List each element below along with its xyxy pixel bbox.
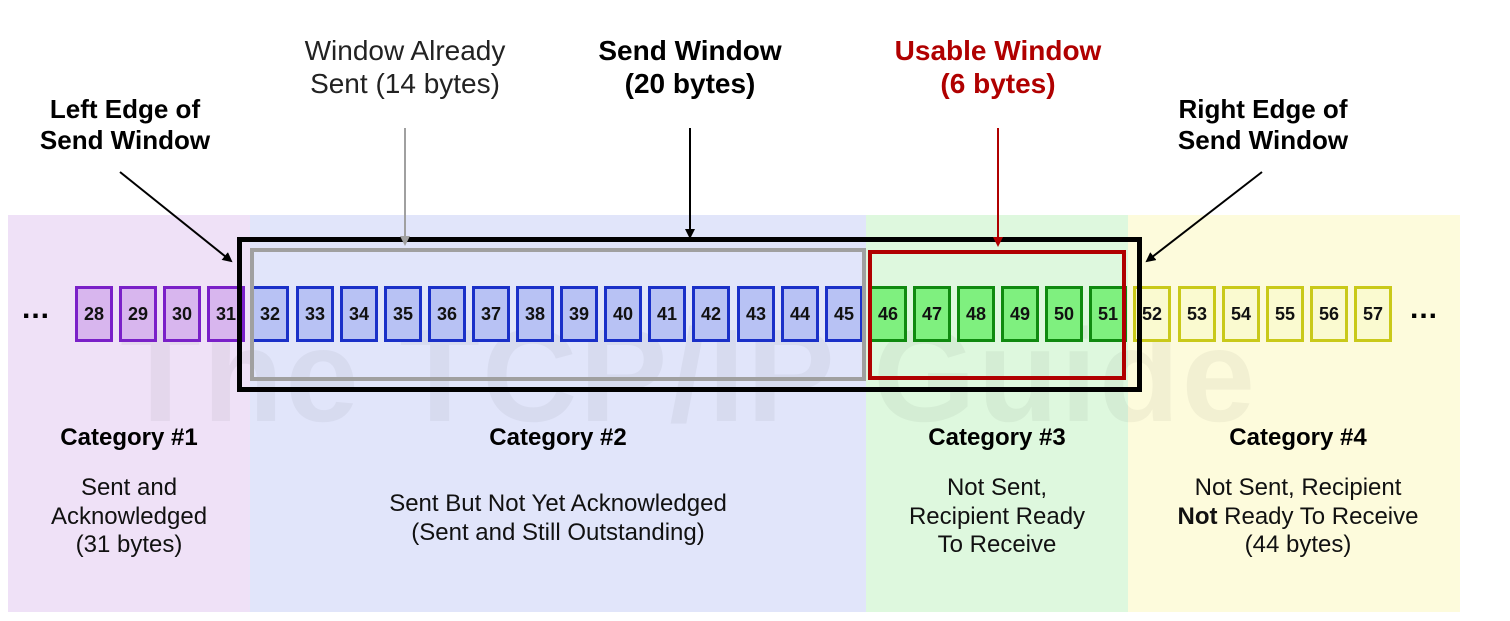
category-1-band: [8, 215, 250, 612]
byte-cell-38: 38: [516, 286, 554, 342]
byte-cell-39: 39: [560, 286, 598, 342]
left-edge-arrow: [119, 171, 233, 263]
byte-cell-30: 30: [163, 286, 201, 342]
right-edge-line-2: Send Window: [1177, 124, 1349, 155]
usable-window-box: [868, 250, 1126, 380]
byte-cell-57: 57: [1354, 286, 1392, 342]
send-window-line-2: (20 bytes): [624, 68, 756, 100]
byte-cell-28: 28: [75, 286, 113, 342]
right-edge-arrow: [1145, 171, 1263, 263]
category-4-line-3: (44 bytes): [1244, 530, 1352, 558]
category-3-label: Category #3 Not Sent, Recipient Ready To…: [866, 424, 1128, 559]
already-sent-line-1: Window Already: [304, 35, 506, 66]
category-1-title: Category #1: [60, 424, 198, 451]
category-4-label: Category #4 Not Sent, Recipient Not Read…: [1128, 424, 1468, 559]
left-edge-line-2: Send Window: [39, 124, 211, 155]
category-3-line-3: To Receive: [937, 530, 1057, 558]
category-2-label: Category #2 Sent But Not Yet Acknowledge…: [250, 424, 866, 547]
left-edge-line-1: Left Edge of: [49, 94, 201, 124]
ellipsis-right: ...: [1410, 292, 1439, 325]
byte-cell-44: 44: [781, 286, 819, 342]
byte-cell-43: 43: [737, 286, 775, 342]
usable-window-line-2: (6 bytes): [940, 68, 1056, 100]
already-sent-line-2: Sent (14 bytes): [310, 68, 500, 100]
category-1-line-2: Acknowledged: [50, 502, 208, 530]
usable-window-line-1: Usable Window: [894, 35, 1102, 66]
byte-cell-46: 46: [869, 286, 907, 342]
category-2-line-2: (Sent and Still Outstanding): [411, 518, 705, 546]
byte-cell-55: 55: [1266, 286, 1304, 342]
category-4-line-2-rest: Ready To Receive: [1217, 502, 1419, 530]
send-window-line-1: Send Window: [598, 35, 782, 66]
send-window-label: Send Window (20 bytes): [560, 34, 820, 100]
byte-cell-41: 41: [648, 286, 686, 342]
category-2-title: Category #2: [489, 424, 627, 451]
already-sent-label: Window Already Sent (14 bytes): [255, 34, 555, 100]
byte-cell-50: 50: [1045, 286, 1083, 342]
byte-cell-35: 35: [384, 286, 422, 342]
byte-cell-53: 53: [1178, 286, 1216, 342]
byte-cell-54: 54: [1222, 286, 1260, 342]
category-1-line-3: (31 bytes): [75, 530, 183, 558]
byte-cell-36: 36: [428, 286, 466, 342]
byte-cell-42: 42: [692, 286, 730, 342]
byte-cell-40: 40: [604, 286, 642, 342]
usable-window-label: Usable Window (6 bytes): [850, 34, 1146, 100]
right-edge-line-1: Right Edge of: [1178, 94, 1348, 124]
category-1-label: Category #1 Sent and Acknowledged (31 by…: [8, 424, 250, 559]
category-3-title: Category #3: [928, 424, 1066, 451]
byte-cell-56: 56: [1310, 286, 1348, 342]
byte-cell-37: 37: [472, 286, 510, 342]
byte-cell-47: 47: [913, 286, 951, 342]
byte-cell-34: 34: [340, 286, 378, 342]
category-1-line-1: Sent and: [80, 474, 178, 502]
ellipsis-left: ...: [22, 292, 51, 325]
category-3-line-1: Not Sent,: [946, 474, 1048, 502]
category-2-band: [250, 215, 866, 612]
category-4-title: Category #4: [1229, 424, 1367, 451]
already-sent-window-box: [250, 248, 866, 381]
byte-cell-29: 29: [119, 286, 157, 342]
category-3-band: [866, 215, 1128, 612]
byte-cell-45: 45: [825, 286, 863, 342]
left-edge-label: Left Edge of Send Window: [10, 94, 240, 155]
category-4-band: [1128, 215, 1460, 612]
right-edge-label: Right Edge of Send Window: [1145, 94, 1381, 155]
category-4-line-2: Not Ready To Receive: [1128, 503, 1468, 531]
send-window-box: [237, 237, 1142, 392]
category-4-not-emphasis: Not: [1177, 502, 1218, 530]
category-3-line-2: Recipient Ready: [908, 502, 1086, 530]
byte-cell-48: 48: [957, 286, 995, 342]
byte-cell-33: 33: [296, 286, 334, 342]
byte-cell-49: 49: [1001, 286, 1039, 342]
category-2-line-1: Sent But Not Yet Acknowledged: [389, 490, 727, 518]
category-4-line-1: Not Sent, Recipient: [1194, 474, 1402, 502]
